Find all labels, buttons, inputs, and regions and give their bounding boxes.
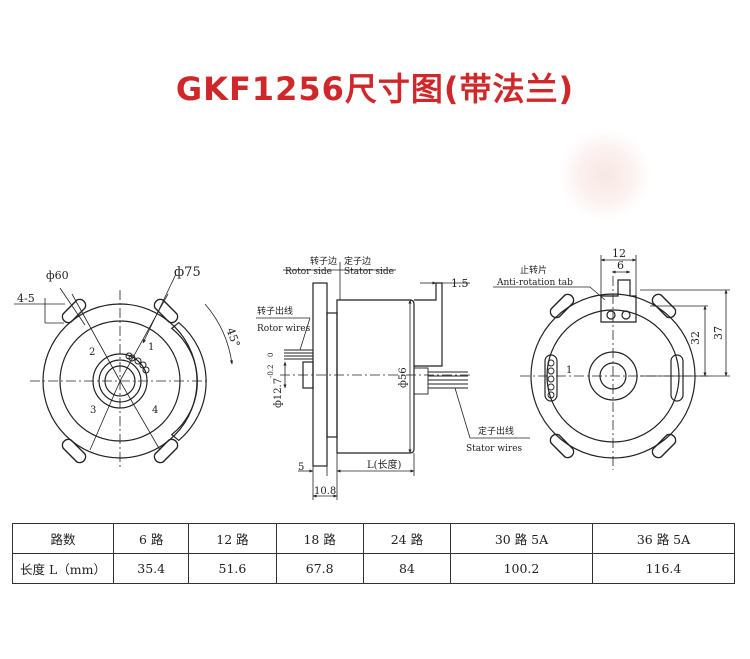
front-flange-outline xyxy=(170,321,207,442)
front-slots xyxy=(61,298,179,464)
col-6: 6 路 xyxy=(112,523,190,554)
side-rotor-side-cn: 转子边 xyxy=(310,255,337,267)
front-d60-label: ф60 xyxy=(46,269,69,282)
side-d56-label: ф56 xyxy=(398,367,409,388)
front-angle-arc xyxy=(204,303,234,365)
row-header-length: 长度 L（mm） xyxy=(12,553,114,584)
back-anti-rotation-tab xyxy=(600,279,637,323)
length-18: 67.8 xyxy=(275,553,364,584)
back-label-1: 1 xyxy=(566,365,572,376)
front-ring-3: 3 xyxy=(90,405,96,416)
row-header-circuits: 路数 xyxy=(12,523,114,554)
back-dim-32: 32 xyxy=(689,331,702,345)
side-tol-bottom: -0.2 xyxy=(267,365,275,379)
decorative-glow xyxy=(560,130,650,220)
back-tab-en: Anti-rotation tab xyxy=(496,278,573,288)
back-slot-right xyxy=(670,354,684,402)
front-ring-4: 4 xyxy=(152,405,158,416)
col-36: 36 路 5A xyxy=(591,523,736,554)
front-ring-2: 2 xyxy=(89,347,95,358)
length-24: 84 xyxy=(362,553,452,584)
front-ring-1: 1 xyxy=(148,342,154,353)
side-flange-label: 5 xyxy=(298,462,304,473)
front-d75-label: ф75 xyxy=(174,265,201,280)
front-center-lines xyxy=(30,290,210,470)
side-rotor-wires xyxy=(284,349,313,360)
side-stator-side-en: Stator side xyxy=(344,267,394,277)
side-rotor-side-en: Rotor side xyxy=(285,267,332,277)
length-12: 51.6 xyxy=(188,553,277,584)
col-30: 30 路 5A xyxy=(450,523,593,554)
back-terminal-pins xyxy=(547,359,555,399)
length-6: 35.4 xyxy=(112,553,190,584)
side-stator-wires xyxy=(413,367,468,395)
length-spec-table: 路数 6 路 12 路 18 路 24 路 30 路 5A 36 路 5A 长度… xyxy=(12,523,736,584)
side-view xyxy=(256,262,530,500)
length-36: 116.4 xyxy=(591,553,736,584)
front-angle-label: 45° xyxy=(224,326,243,349)
back-tab-cn: 止转片 xyxy=(520,264,547,276)
front-view xyxy=(14,273,234,470)
col-12: 12 路 xyxy=(188,523,277,554)
side-leaders xyxy=(256,262,530,500)
side-flange xyxy=(312,282,328,467)
front-contacts xyxy=(125,352,150,374)
col-18: 18 路 xyxy=(275,523,364,554)
table-row-circuits: 路数 6 路 12 路 18 路 24 路 30 路 5A 36 路 5A xyxy=(12,523,736,554)
side-bore-label: ф12.7 xyxy=(273,378,284,408)
side-tol-top: 0 xyxy=(267,353,275,357)
back-slots xyxy=(549,293,677,459)
back-dim-6: 6 xyxy=(617,259,624,272)
front-radial-lines xyxy=(59,273,177,451)
side-rotor-wires-en: Rotor wires xyxy=(257,324,311,334)
side-length-label: L(长度) xyxy=(367,458,402,471)
side-offset-label: 10.8 xyxy=(314,486,336,497)
back-dimensions xyxy=(493,255,730,377)
side-tab xyxy=(414,282,443,367)
back-center-lines xyxy=(520,276,708,470)
side-stator-side-cn: 定子边 xyxy=(344,255,371,267)
back-view xyxy=(493,255,730,470)
page-title: GKF1256尺寸图(带法兰) xyxy=(175,70,575,108)
side-stator-wires-en: Stator wires xyxy=(466,444,523,454)
col-24: 24 路 xyxy=(362,523,452,554)
back-terminal-left xyxy=(544,354,558,402)
back-dim-12: 12 xyxy=(612,247,626,260)
side-tab-thickness-label: 1.5 xyxy=(451,277,469,290)
side-rotor-wires-cn: 转子出线 xyxy=(257,305,293,317)
length-30: 100.2 xyxy=(450,553,593,584)
dimension-drawing: ф60 ф75 4-5 45° 1 2 3 4 xyxy=(14,247,730,500)
side-stator-wires-cn: 定子出线 xyxy=(478,425,514,437)
front-slot-label: 4-5 xyxy=(17,292,35,305)
table-row-length: 长度 L（mm） 35.4 51.6 67.8 84 100.2 116.4 xyxy=(12,553,736,584)
back-dim-37: 37 xyxy=(712,326,725,340)
